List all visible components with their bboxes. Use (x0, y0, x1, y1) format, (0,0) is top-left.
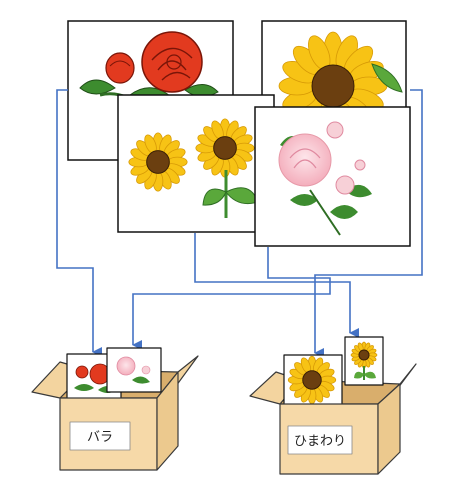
flower-center (311, 64, 355, 108)
rose-box-card-pink-rose (106, 347, 162, 393)
sunflower-box: ひまわり (249, 336, 417, 475)
card-pink-rose (254, 106, 411, 247)
arrow-pink-rose-to-rose-box (132, 247, 331, 350)
arrow-big-sunflower-to-sunflower-box (314, 89, 423, 358)
pink-rose-icon (278, 121, 372, 236)
two-sunflowers-icon (128, 118, 259, 218)
card-two-sunflowers (117, 94, 275, 233)
sunflower-box-card-small-sunflower (344, 336, 384, 386)
sunflower-icon (278, 31, 388, 141)
red-rose-icon (79, 31, 219, 107)
sunflower-box-label: ひまわり (294, 434, 346, 449)
flower-center (358, 349, 370, 361)
card-red-rose (67, 20, 234, 161)
flower-center (146, 150, 170, 174)
flower-center (213, 136, 237, 160)
flower-center (302, 370, 322, 390)
sunflower-box-card-big-sunflower (283, 354, 343, 409)
sorting-arrows (56, 89, 423, 358)
arrow-two-sunflowers-to-sunflower-box (194, 233, 359, 338)
arrow-red-rose-to-rose-box (56, 89, 102, 357)
rose-box-label: バラ (87, 430, 113, 445)
rose-box: バラ (31, 347, 199, 471)
